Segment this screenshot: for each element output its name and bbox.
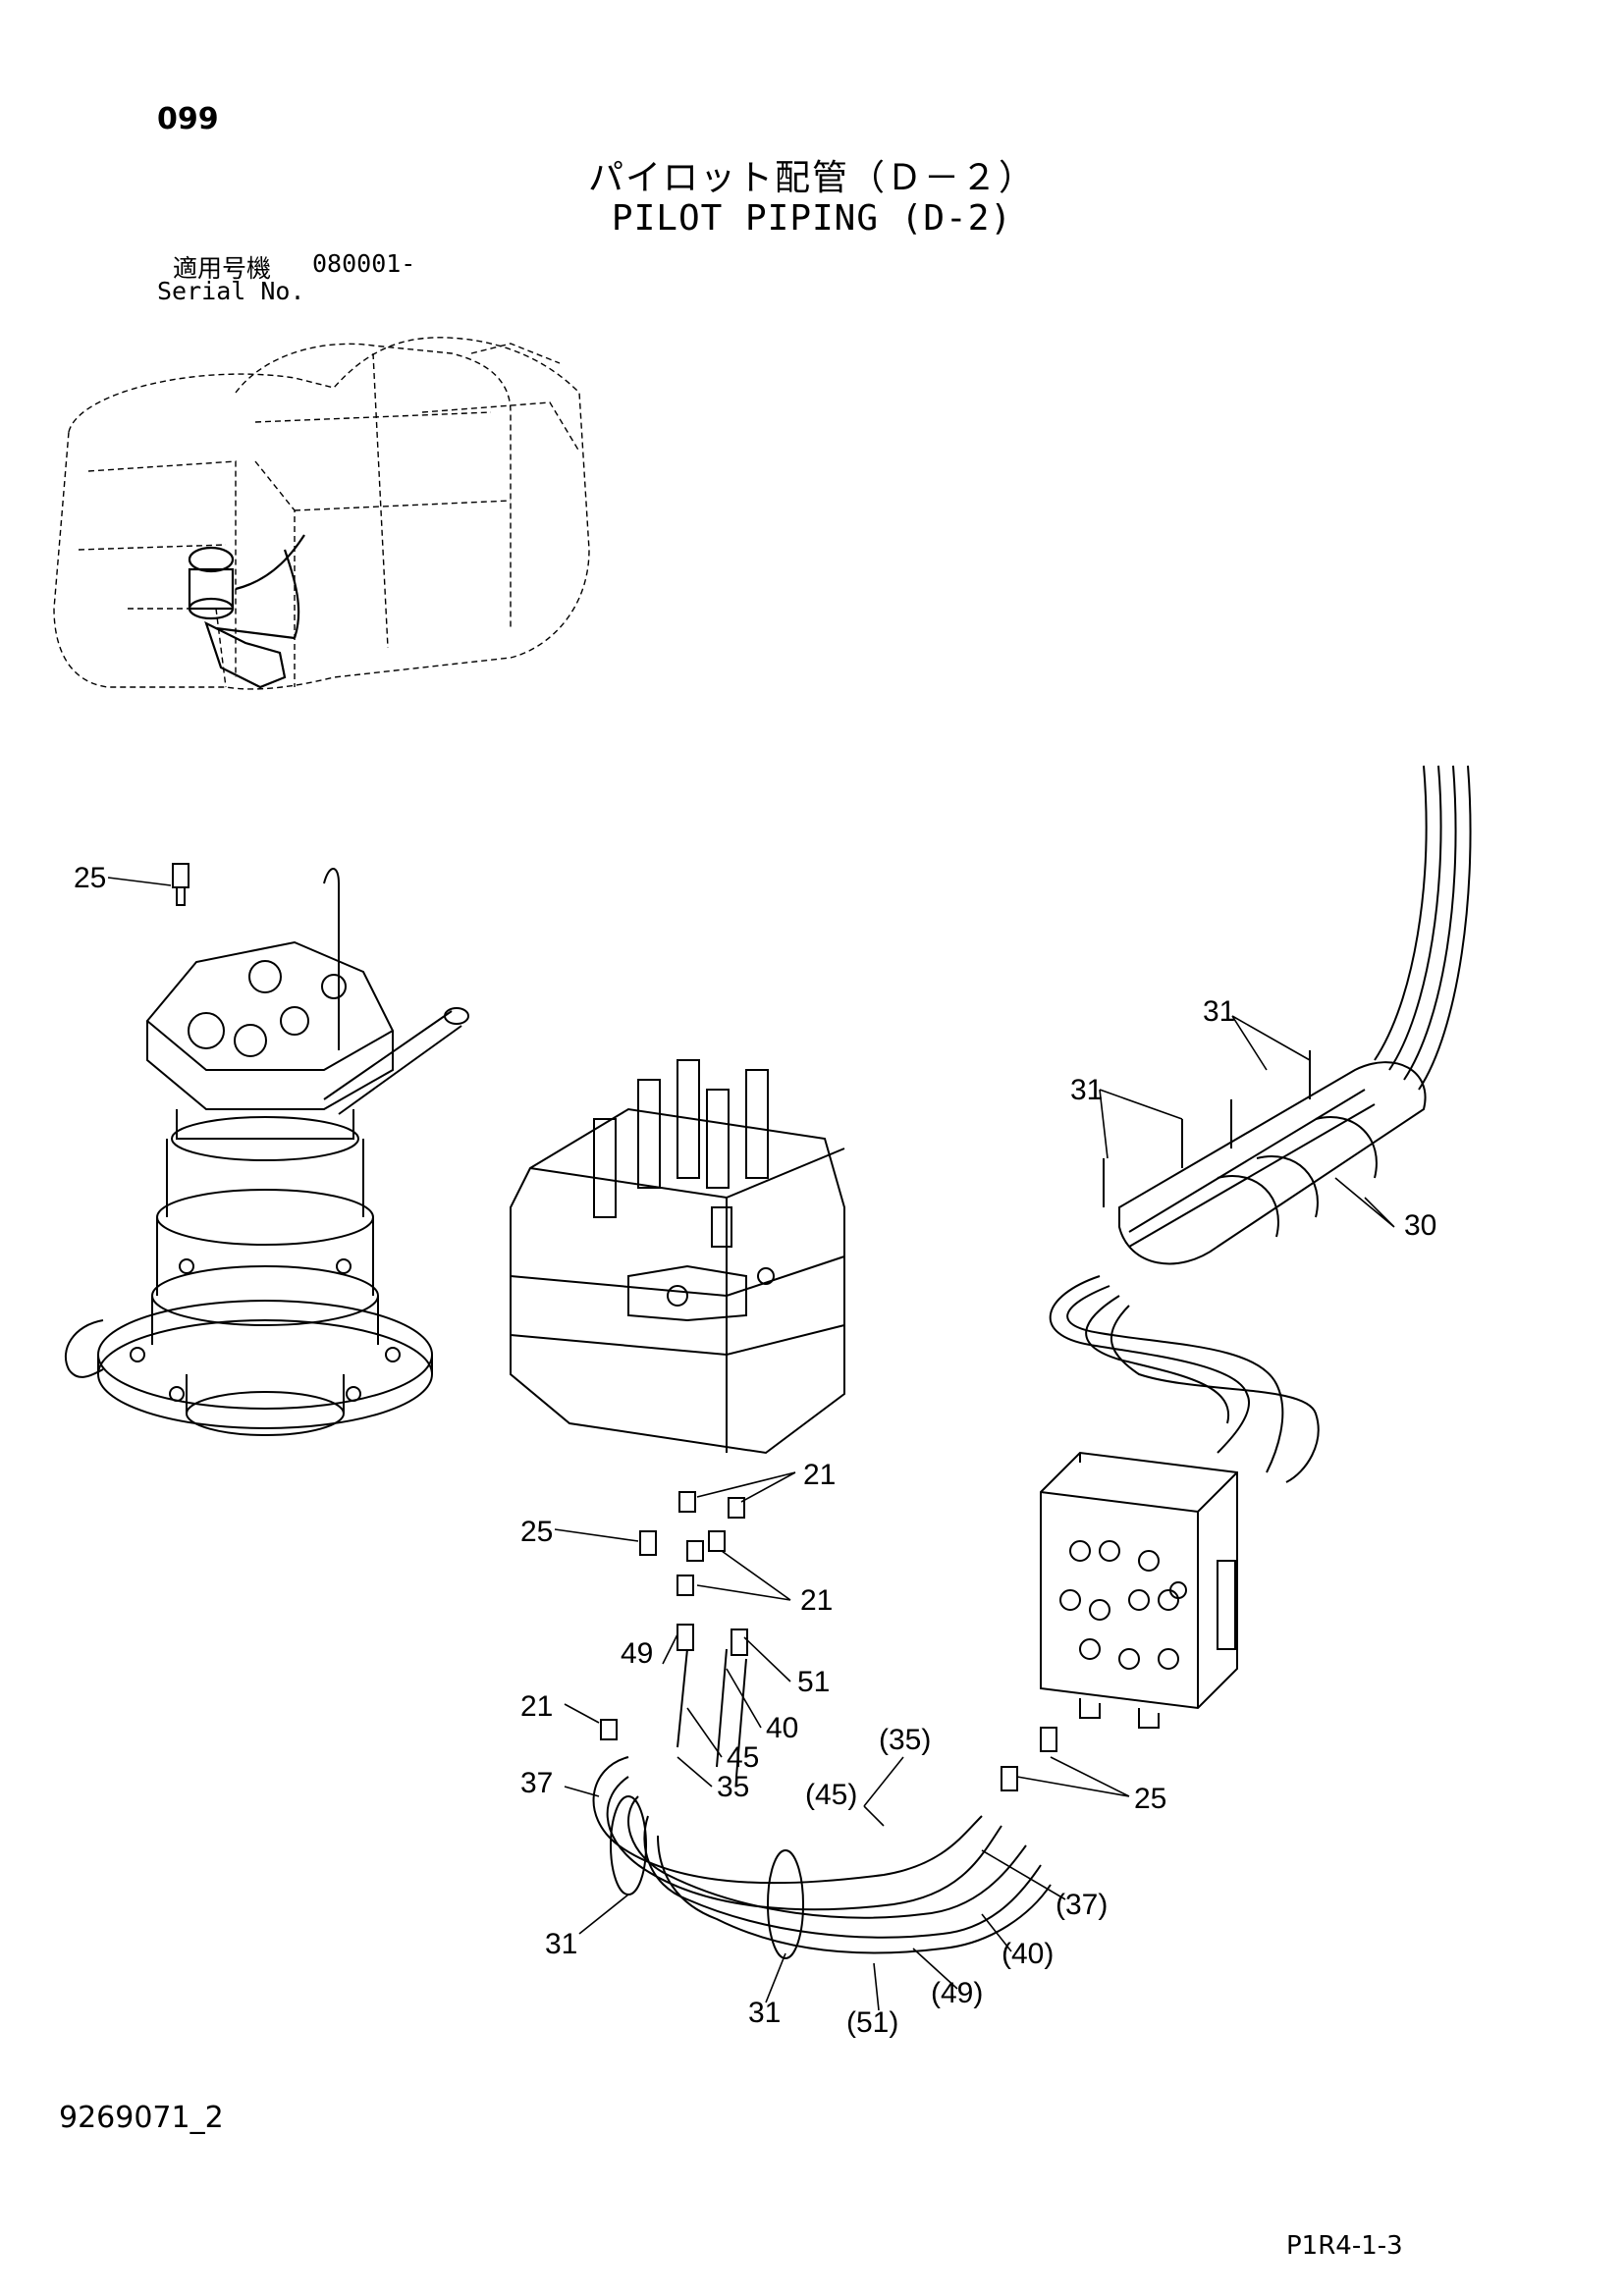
callout-label: 40 <box>766 1712 798 1744</box>
callout-label: (51) <box>846 2006 898 2039</box>
callout-label: 30 <box>1404 1209 1436 1242</box>
swing-motor-drawing <box>64 868 469 1436</box>
callout-label: 25 <box>74 862 106 894</box>
control-valve-drawing <box>510 1059 845 1455</box>
title-english: PILOT PIPING (D-2) <box>611 198 1013 239</box>
document-id: 9269071_2 <box>59 2101 224 2135</box>
callout-label: 31 <box>1070 1074 1103 1106</box>
callout-label: (40) <box>1001 1938 1054 1970</box>
machine-overview-drawing <box>53 337 590 690</box>
title-japanese: パイロット配管（Ｄ－２） <box>587 158 1036 198</box>
callout-label: (45) <box>805 1779 857 1811</box>
callout-label: 37 <box>520 1767 553 1799</box>
overview-highlight-valve <box>188 534 305 689</box>
callout-label: 31 <box>1203 995 1235 1028</box>
callout-label: 35 <box>717 1771 749 1803</box>
callout-label: 49 <box>621 1637 653 1670</box>
hose-bundles <box>592 765 1472 1959</box>
callout-label: 21 <box>800 1584 833 1617</box>
serial-label-english: Serial No. <box>157 277 305 305</box>
pilot-valve-block-drawing <box>1040 1451 1238 1729</box>
callout-label: 25 <box>1134 1783 1166 1815</box>
serial-value: 080001- <box>312 249 416 278</box>
callout-label: 45 <box>727 1741 759 1774</box>
callout-labels: 25 31 31 30 21 25 21 49 51 21 40 45 37 3… <box>74 862 1436 2039</box>
callout-label: 51 <box>797 1666 830 1698</box>
callout-label: 21 <box>803 1459 836 1491</box>
callout-label: 31 <box>545 1928 577 1960</box>
fittings-small-parts <box>172 863 1057 1791</box>
callout-label: (35) <box>879 1724 931 1756</box>
callout-label: (37) <box>1056 1889 1108 1921</box>
leader-lines <box>107 877 1395 2011</box>
sheet-id: P1R4-1-3 <box>1286 2231 1403 2261</box>
callout-label: 31 <box>748 1997 781 2029</box>
callout-label: (49) <box>931 1977 983 2009</box>
clamp-assembly-drawing <box>1103 1050 1427 1265</box>
callout-label: 21 <box>520 1690 553 1723</box>
callout-label: 25 <box>520 1516 553 1548</box>
serial-label-japanese: 適用号機 <box>173 254 272 283</box>
page-number: 099 <box>157 102 219 136</box>
